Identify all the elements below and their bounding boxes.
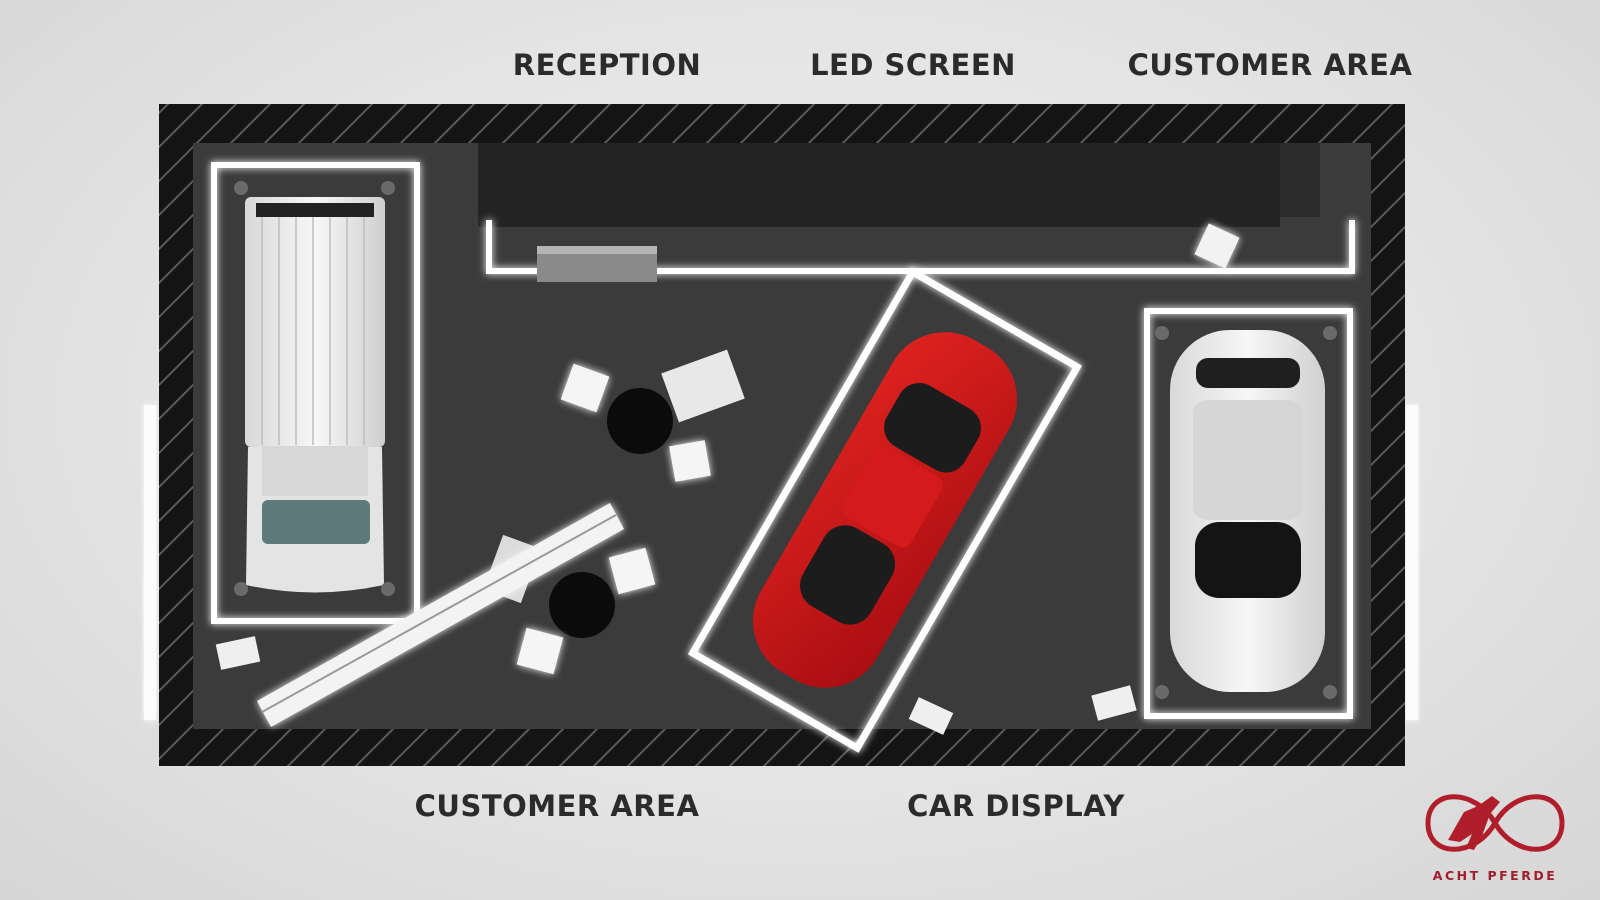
light-strip-bench (257, 503, 624, 727)
lounge-armchair (661, 349, 745, 423)
lounge-stool (669, 440, 711, 482)
led-screen-wall (478, 143, 1320, 227)
lounge-stool (608, 547, 656, 595)
sign-stand (215, 636, 261, 670)
reception-light-outline (486, 220, 1355, 274)
lounge-table (549, 572, 615, 638)
label-car-display: CAR DISPLAY (907, 789, 1125, 823)
sign-stand (1091, 685, 1137, 721)
reception-counter (537, 246, 657, 282)
white-car (1170, 330, 1325, 692)
label-reception: RECEPTION (512, 48, 702, 82)
spot-lights (234, 181, 1337, 699)
sign-stand (908, 697, 954, 735)
lounge-table (607, 388, 673, 454)
label-led-screen: LED SCREEN (810, 48, 1016, 82)
side-light-left (144, 405, 156, 720)
white-car-bay (1144, 308, 1353, 719)
lounge-stool (560, 363, 610, 413)
lounge-stool (516, 627, 564, 675)
label-customer-area-top: CUSTOMER AREA (1127, 48, 1413, 82)
label-customer-area-bottom: CUSTOMER AREA (414, 789, 700, 823)
side-light-right (1406, 405, 1418, 720)
truck (245, 197, 385, 593)
car-display-plinth (687, 267, 1083, 753)
horse-infinity-logo-icon (1425, 794, 1565, 852)
red-display-car (752, 332, 1018, 688)
brand-name: ACHT PFERDE (1432, 868, 1558, 883)
truck-bay (211, 162, 420, 624)
brand-logo: ACHT PFERDE (1420, 778, 1590, 890)
reception-stool (1194, 223, 1240, 269)
